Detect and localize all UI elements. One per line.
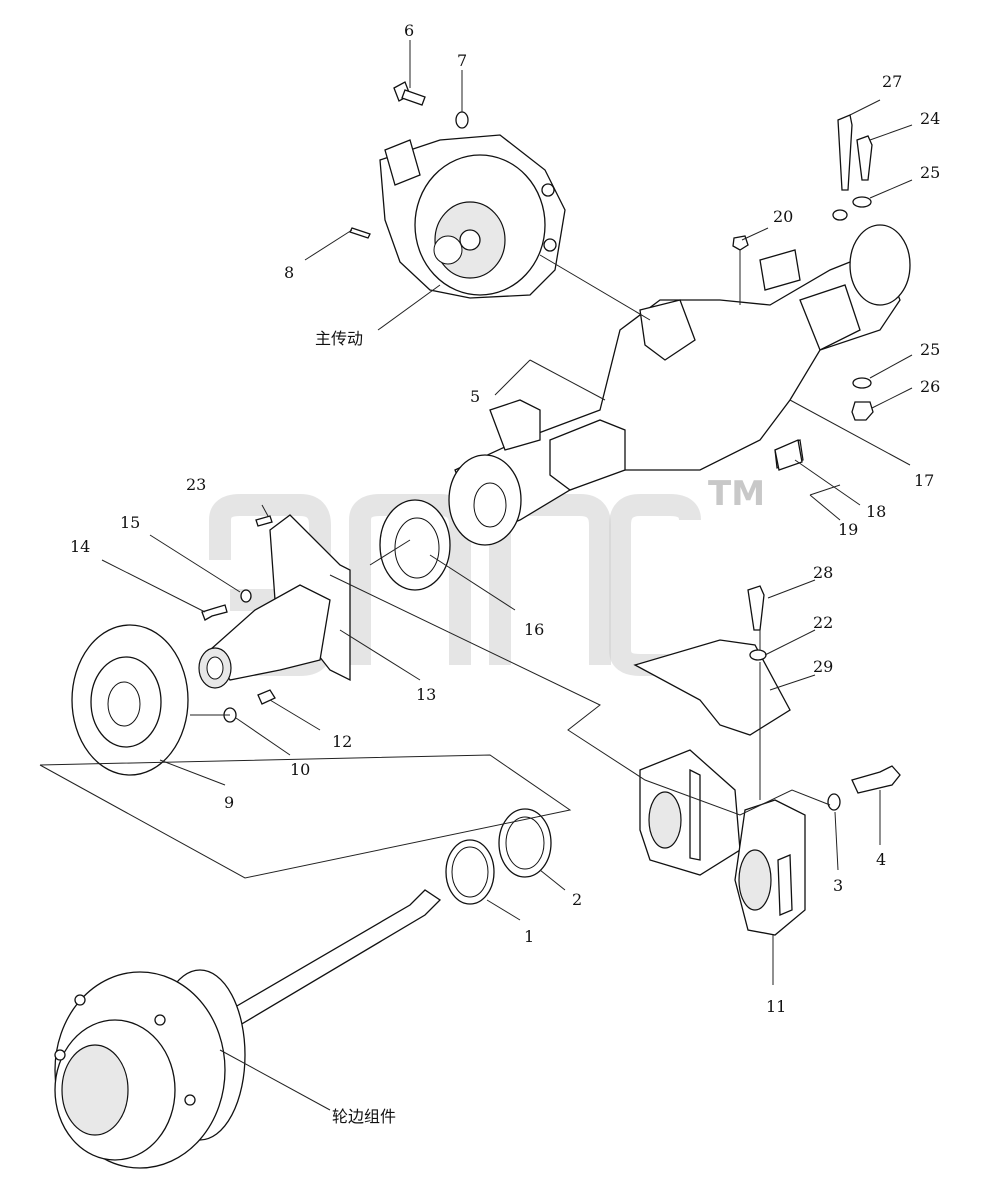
bolt-28-part [747,585,765,631]
leader-lines [39,40,913,1111]
washer-r-part [832,209,848,221]
label-15: 15 [120,513,140,532]
label-4: 4 [876,850,886,869]
gasket-16-part [379,499,451,591]
label-wheel-assembly: 轮边组件 [332,1107,396,1126]
washer-3-part [827,793,841,811]
bracket-29-part [633,639,791,736]
washer-7-part [455,111,469,129]
bolt-6-part [393,81,426,106]
label-13: 13 [416,685,436,704]
label-18: 18 [866,502,886,521]
wheel-end-assembly-part [54,969,246,1169]
label-16: 16 [524,620,544,639]
pin-8-part [349,227,371,239]
label-24: 24 [920,109,940,128]
label-12: 12 [332,732,352,751]
plate-18-part [774,439,803,471]
nut-26-part [851,401,874,421]
label-7: 7 [457,51,467,70]
label-27: 27 [882,72,902,91]
label-25-bottom: 25 [920,340,940,359]
label-19: 19 [838,520,858,539]
label-1: 1 [524,927,534,946]
label-9: 9 [224,793,234,812]
axle-housing-part [448,224,911,546]
part-labels: 6 7 8 主传动 5 27 24 25 20 25 26 17 18 19 2… [70,21,940,1126]
label-28: 28 [813,563,833,582]
label-23: 23 [186,475,206,494]
label-main-drive: 主传动 [315,329,363,348]
washer-15-part [240,589,252,603]
brake-caliper-11-part [734,799,806,936]
brake-caliper-left-part [639,749,741,876]
label-5: 5 [470,387,480,406]
bolt-24-part [856,135,873,181]
bolt-27-part [837,114,853,191]
label-17: 17 [914,471,934,490]
label-8: 8 [284,263,294,282]
washer-25-bottom-part [852,377,872,389]
label-20: 20 [773,207,793,226]
label-26: 26 [920,377,940,396]
knuckle-13-part [198,514,351,689]
label-14: 14 [70,537,90,556]
bolt-14-part [201,604,228,621]
label-10: 10 [290,760,310,779]
bolt-4-part [851,765,901,794]
label-3: 3 [833,876,843,895]
washer-25-top-part [852,196,872,208]
washer-22-part [749,649,767,661]
pin-23-part [255,515,273,527]
label-6: 6 [404,21,414,40]
main-drive-part [379,134,566,299]
watermark-tm: TM [708,474,765,514]
label-2: 2 [572,890,582,909]
label-22: 22 [813,613,833,632]
bolt-12-part [257,689,276,705]
label-25-top: 25 [920,163,940,182]
axle-shaft-part [229,889,442,1026]
brake-disc-9-part [71,624,189,776]
label-11: 11 [766,997,786,1016]
label-29: 29 [813,657,833,676]
